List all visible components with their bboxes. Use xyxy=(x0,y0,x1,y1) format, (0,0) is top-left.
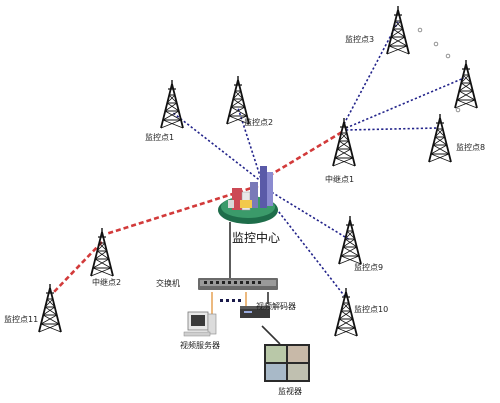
tower-icon xyxy=(160,79,184,129)
tower-monitor-point-11: 监控点11 xyxy=(4,283,62,333)
label-monitor-point-10: 监控点10 xyxy=(354,304,388,314)
link-relay2-monitor11 xyxy=(51,241,103,295)
label-monitor-point-9: 监控点9 xyxy=(354,262,383,272)
wireless-links xyxy=(51,21,465,299)
label-monitor-point-11: 监控点11 xyxy=(4,314,38,324)
decoder-icon xyxy=(240,308,270,318)
building-icon xyxy=(232,188,242,210)
video-server-device: 视频服务器 xyxy=(180,311,220,350)
link-center-monitor10 xyxy=(267,197,347,299)
tower-icon xyxy=(338,215,362,265)
label-monitor-point-3: 监控点3 xyxy=(345,34,374,44)
video-decoder-device: 视频解码器 xyxy=(240,301,296,318)
label-video-server: 视频服务器 xyxy=(180,340,220,350)
tower-icon xyxy=(226,75,250,125)
label-relay-point-1: 中继点1 xyxy=(325,174,354,184)
link-relay1-monitor3 xyxy=(343,21,399,125)
tower-icon xyxy=(428,113,452,163)
link-relay1-monitor8 xyxy=(345,127,439,131)
tower-relay-point-1: 中继点1 xyxy=(325,117,356,184)
link-relay1-monitor-right xyxy=(345,77,465,129)
label-monitor-point-8: 监控点8 xyxy=(456,142,485,152)
connection-dots xyxy=(220,299,241,302)
tower-monitor-point-2: 监控点2 xyxy=(226,75,273,127)
tower-monitor-point-10: 监控点10 xyxy=(334,287,388,337)
link-center-monitor1 xyxy=(171,111,263,183)
label-monitor-wall: 监视器 xyxy=(278,386,302,396)
monitor-wall-device: 监视器 xyxy=(264,344,310,396)
switch-device: 交换机 xyxy=(156,278,278,290)
label-monitoring-center: 监控中心 xyxy=(232,230,280,245)
link-center-relay1 xyxy=(261,130,343,182)
signal-dots xyxy=(417,27,461,113)
tower-monitor-point-8: 监控点8 xyxy=(428,113,485,163)
tower-monitor-point-3: 监控点3 xyxy=(345,5,410,55)
label-switch: 交换机 xyxy=(156,278,180,288)
tower-monitor-point-9: 监控点9 xyxy=(338,215,383,272)
tower-monitor-point-1: 监控点1 xyxy=(145,79,184,142)
tower-icon xyxy=(90,227,114,277)
link-center-monitor9 xyxy=(267,189,351,241)
tower-relay-point-2: 中继点2 xyxy=(90,227,121,287)
label-monitor-point-2: 监控点2 xyxy=(244,117,273,127)
label-monitor-point-1: 监控点1 xyxy=(145,132,174,142)
tower-icon xyxy=(38,283,62,333)
tower-icon xyxy=(454,59,478,109)
label-relay-point-2: 中继点2 xyxy=(92,277,121,287)
label-video-decoder: 视频解码器 xyxy=(256,301,296,311)
tower-monitor-point-right xyxy=(454,59,478,109)
wired-links xyxy=(211,222,281,345)
monitoring-center: 监控中心 xyxy=(218,166,280,245)
tower-icon xyxy=(386,5,410,55)
